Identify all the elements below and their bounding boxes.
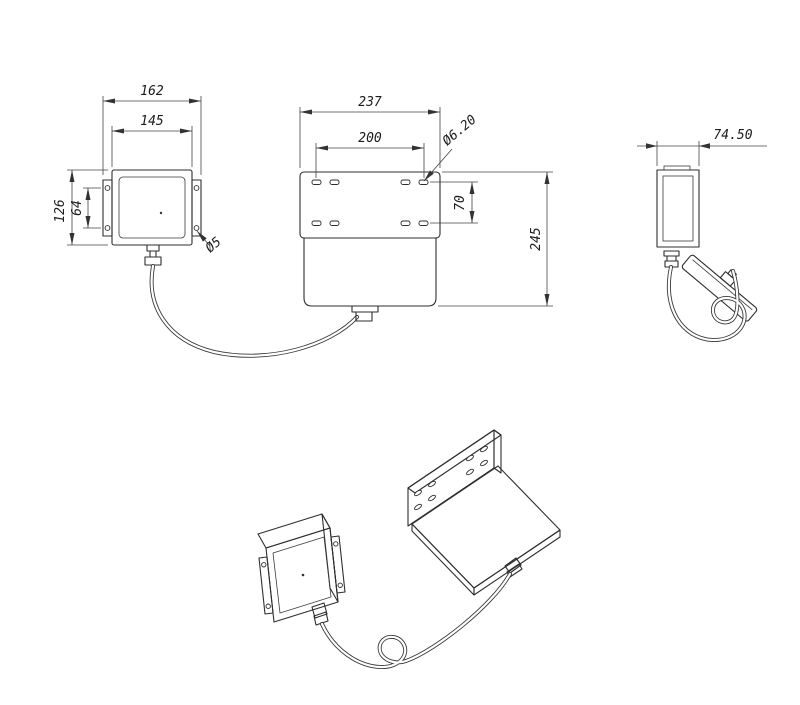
box-led-dot [159,211,163,215]
antenna-side-tilted [681,254,758,322]
dim-label: 237 [358,95,382,110]
arrowhead [646,143,657,149]
dim-box-overall-width: 162 [102,84,202,175]
cable-side-view [666,265,747,343]
dim-label: Ø6.20 [440,112,480,149]
dim-label: 126 [53,199,68,223]
iso-antenna-panel [411,465,561,596]
mount-hole [193,185,200,191]
cable-gland [149,250,157,258]
box-left-ear [258,556,274,615]
dim-panel-hole-spacing-v: 70 [430,181,478,224]
mount-hole [193,225,200,231]
dim-label: 74.50 [713,128,752,143]
slot-hole [418,179,429,185]
dim-label: Ø5 [203,234,225,256]
slot-hole [329,179,340,185]
slot-hole [400,220,411,226]
mount-hole [337,582,343,588]
dim-panel-overall-height: 245 [438,171,553,307]
antenna-front-view [299,171,441,322]
mounting-plate [299,171,441,239]
assembly-side-view [656,165,758,322]
slot-hole [418,220,429,226]
antenna-connector [351,305,379,313]
box-face [272,536,332,614]
antenna-connector-elbow [355,311,373,322]
cable-gland [663,250,680,257]
box-right-ear [330,535,346,594]
box-left-ear [102,179,113,237]
box-face [118,176,186,239]
cable-isometric [320,572,512,670]
mount-hole [333,541,339,547]
slot-hole [311,179,322,185]
dim-label: 70 [453,195,468,211]
slot-hole [329,220,340,226]
iso-control-box [257,513,346,626]
dim-label: 245 [529,227,544,251]
box-side-face [662,175,694,242]
slot-hole [400,179,411,185]
antenna-body [303,237,437,307]
box-body [111,169,193,246]
dim-panel-hole-spacing-h: 200 [315,131,425,178]
cable-gland-nut [313,611,329,626]
mount-hole [104,185,111,191]
leader-panel-hole-dia: Ø6.20 [423,112,480,182]
dim-box-overall-height: 126 [53,169,108,246]
slot-hole [311,220,322,226]
dim-label: 145 [140,114,164,129]
cable-gland [666,255,677,262]
iso-bracket [407,429,502,527]
mount-hole [261,562,267,568]
dim-label: 200 [358,131,382,146]
arrowhead [699,143,710,149]
isometric-view [257,429,561,670]
mount-hole [104,225,111,231]
dim-panel-overall-width: 237 [299,95,441,168]
box-side-tab [663,165,691,171]
dim-label: 64 [70,200,85,216]
control-box-front-view [102,169,202,266]
cable-front-views [149,264,359,358]
dim-assembly-depth: 74.50 [637,128,767,166]
mount-hole [265,603,271,609]
cable-gland [146,244,160,252]
cable-gland-nut [144,256,162,266]
box-right-ear [191,179,202,237]
box-led-dot [301,573,305,577]
dim-box-hole-spacing: 64 [70,187,101,229]
dim-box-body-width: 145 [111,114,193,167]
dim-label: 162 [140,84,164,99]
